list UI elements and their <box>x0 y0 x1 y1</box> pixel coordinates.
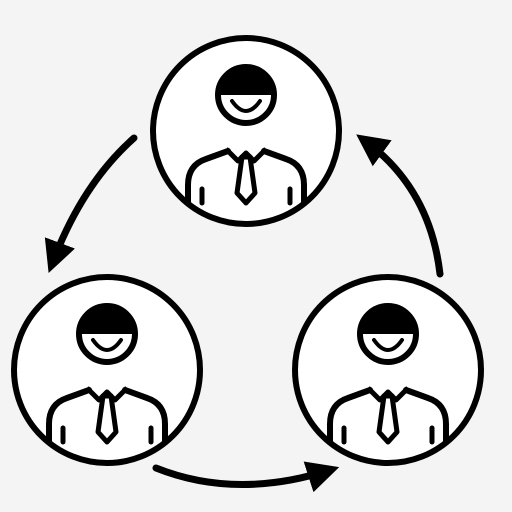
arrow-top-to-left-icon <box>44 134 138 274</box>
person-bottom-left-avatar-icon <box>14 277 200 463</box>
arrow-right-to-top-icon <box>356 134 444 278</box>
arrow-left-to-right-icon <box>152 461 340 493</box>
person-bottom-right-avatar-icon <box>295 277 481 463</box>
person-top-avatar-icon <box>153 38 339 224</box>
